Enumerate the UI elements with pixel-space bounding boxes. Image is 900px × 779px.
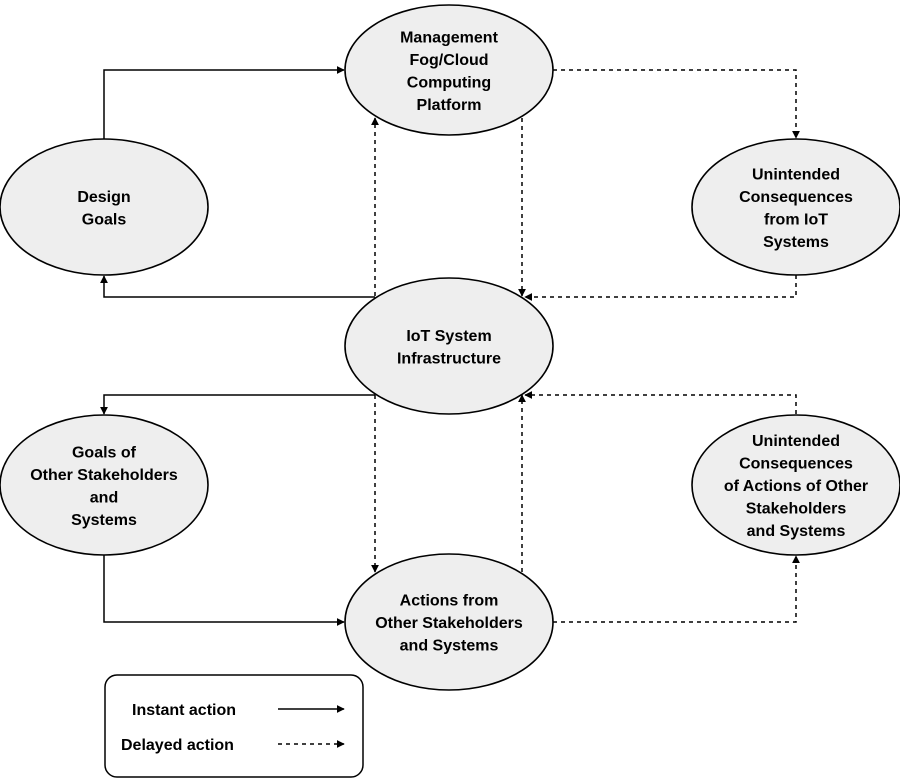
edge-design-goals-to-management [103,66,345,139]
node-shape [0,138,209,276]
node-label-line: Systems [763,234,829,251]
node-label-line: Other Stakeholders [375,615,523,632]
node-label-line: Consequences [739,189,853,206]
edge-actions-other-to-unintended-actions [553,555,800,623]
node-shape [691,138,900,276]
node-shape [0,414,209,556]
node-shape [344,4,554,136]
edge-management-to-unintended-iot [553,69,800,139]
node-label-line: IoT System [406,328,491,345]
edge-iot-infra-to-goals-other [100,394,375,415]
node-label-line: and Systems [747,523,846,540]
nodes-layer: ManagementFog/CloudComputingPlatformDesi… [0,4,900,691]
node-label-line: Goals of [72,444,137,461]
node-label-line: of Actions of Other [724,478,868,495]
node-label-line: Actions from [400,593,499,610]
node-label-line: Infrastructure [397,350,501,367]
node-label-line: and Systems [400,638,499,655]
node-shape [344,553,554,691]
legend-instant-label: Instant action [132,702,236,719]
edge-unintended-actions-to-iot-infra [524,391,797,414]
node-shape [344,277,554,415]
node-label-line: and [90,489,118,506]
node-label-line: Computing [407,74,491,91]
node-label-line: Other Stakeholders [30,467,178,484]
legend: Instant action Delayed action [104,674,364,778]
edge-goals-other-to-actions-other [103,555,345,626]
legend-delayed-label: Delayed action [121,737,234,754]
legend-box [104,674,364,778]
node-label-line: Design [77,189,130,206]
node-label-line: Systems [71,512,137,529]
node-label-line: Goals [82,211,127,228]
node-label-line: from IoT [764,211,828,228]
edges-layer [100,66,800,626]
node-label-line: Stakeholders [746,501,847,518]
node-label-line: Fog/Cloud [409,52,488,69]
edge-unintended-iot-to-iot-infra [524,275,797,301]
node-label-line: Platform [417,97,482,114]
edge-iot-infra-to-design-goals [100,275,375,298]
node-label-line: Management [400,29,498,46]
node-label-line: Unintended [752,433,840,450]
node-label-line: Unintended [752,166,840,183]
node-shape [691,414,900,556]
node-label-line: Consequences [739,456,853,473]
